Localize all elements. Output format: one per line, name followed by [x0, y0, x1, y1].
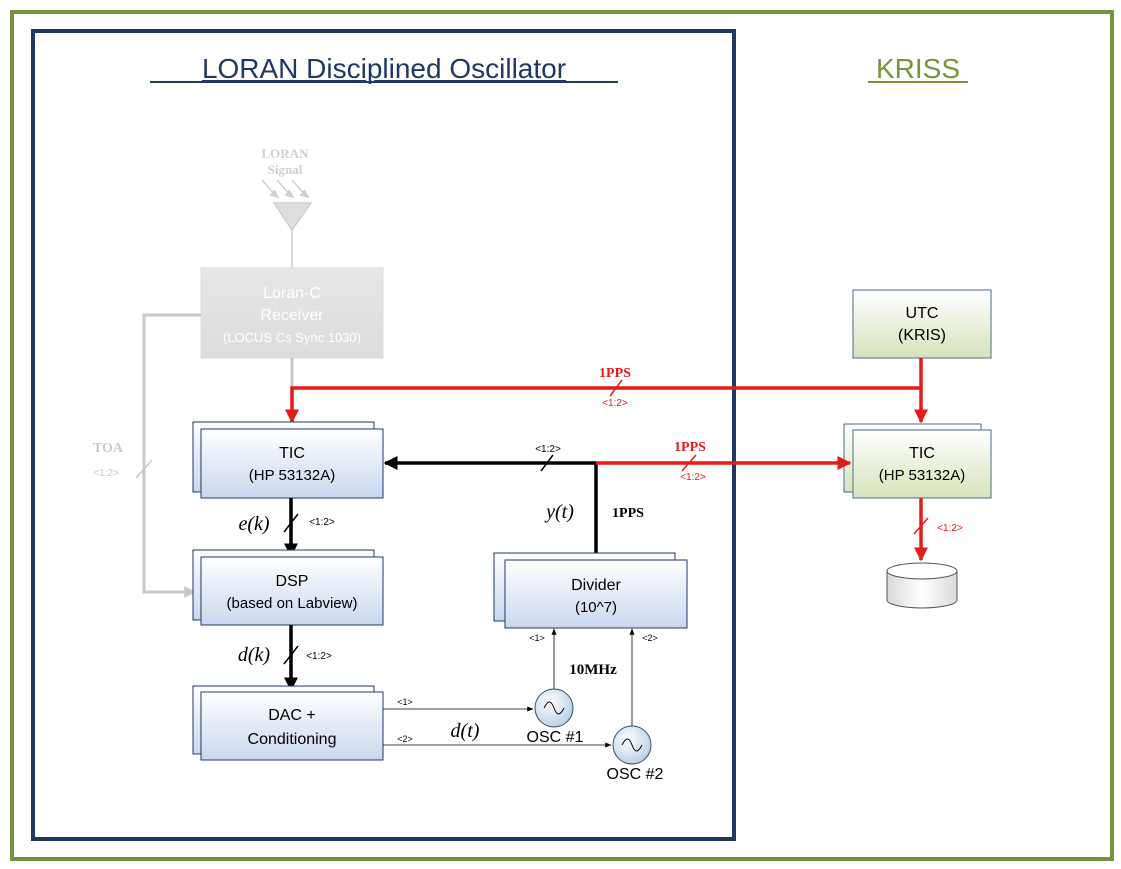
e-k-bus-label: <1:2>	[309, 517, 335, 528]
pps-mid-bus-slash	[681, 454, 697, 472]
antenna-icon	[261, 179, 313, 268]
antenna-label-line2: Signal	[268, 162, 303, 177]
divider-box	[504, 559, 688, 629]
black-bus-label: <1:2>	[535, 444, 561, 455]
pps-mid-bus-label: <1:2>	[680, 472, 706, 483]
pps-top-label: 1PPS	[599, 366, 631, 381]
tic-right-bus-label: <1:2>	[937, 523, 963, 534]
tic-right-line1: TIC	[909, 445, 935, 462]
d-k-bus-label: <1:2>	[306, 651, 332, 662]
osc1-label: OSC #1	[527, 729, 584, 746]
receiver-box	[200, 267, 384, 359]
tic-right-box	[852, 429, 992, 499]
tic-left-line2: (HP 53132A)	[249, 467, 335, 484]
dac-line2: Conditioning	[248, 731, 337, 748]
osc2-label: OSC #2	[607, 766, 664, 783]
pps-black-label: 1PPS	[612, 506, 644, 521]
pps-top-bus-slash	[609, 379, 623, 397]
y-t-label: y(t)	[544, 501, 574, 523]
database-icon	[886, 562, 958, 609]
mhz-label: 10MHz	[569, 662, 617, 678]
toa-bus-label: <1:2>	[93, 468, 119, 479]
dac-line1: DAC +	[268, 707, 316, 724]
d-k-bus-slash	[283, 645, 299, 665]
osc2-icon	[612, 725, 652, 765]
receiver-line1: Loran-C	[263, 285, 321, 302]
div-in1-label: <1>	[529, 633, 545, 643]
e-k-label: e(k)	[238, 513, 269, 535]
receiver-line3: (LOCUS Cs Sync 1030)	[223, 330, 361, 345]
dsp-line2: (based on Labview)	[227, 595, 358, 612]
toa-line	[142, 313, 201, 598]
tic-right-bus-slash	[913, 517, 929, 535]
pps-mid-label: 1PPS	[674, 440, 706, 455]
utc-line1: UTC	[906, 305, 939, 322]
black-bus-slash	[540, 454, 554, 472]
divider-line1: Divider	[571, 577, 621, 594]
tic-left-line1: TIC	[279, 445, 305, 462]
divider-line2: (10^7)	[575, 599, 617, 616]
div-in2-label: <2>	[642, 633, 658, 643]
osc1-icon	[534, 688, 574, 728]
utc-line2: (KRIS)	[898, 327, 946, 344]
pps-top-bus-label: <1:2>	[602, 398, 628, 409]
toa-bus-slash	[135, 459, 153, 479]
tic-left-box	[200, 428, 384, 499]
d-k-label: d(k)	[238, 644, 271, 666]
pps-top-line	[285, 386, 921, 424]
toa-label: TOA	[93, 441, 124, 456]
d-t-label: d(t)	[451, 720, 480, 742]
ldo-title: LORAN Disciplined Oscillator	[202, 53, 566, 84]
e-k-bus-slash	[283, 513, 299, 533]
kriss-title: KRISS	[876, 53, 960, 84]
tic-right-line2: (HP 53132A)	[879, 467, 965, 484]
utc-box	[852, 289, 992, 359]
dsp-line1: DSP	[276, 573, 309, 590]
antenna-label-line1: LORAN	[262, 146, 310, 161]
ch1-label: <1>	[397, 697, 413, 707]
ch2-label: <2>	[397, 734, 413, 744]
dsp-box	[200, 556, 384, 626]
receiver-line2: Receiver	[260, 307, 324, 324]
dac-box	[200, 691, 384, 761]
